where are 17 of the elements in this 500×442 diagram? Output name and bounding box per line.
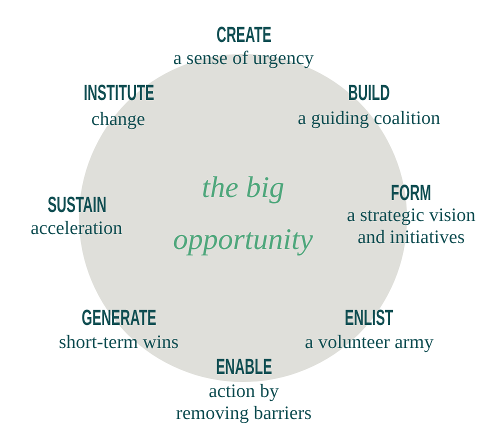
- step-heading: ENLIST: [344, 307, 394, 330]
- step-description: a volunteer army: [304, 332, 434, 354]
- step-description: a guiding coalition: [298, 108, 440, 130]
- step-description: a sense of urgency: [173, 48, 314, 70]
- circle-title: the big opportunity: [172, 170, 314, 258]
- step-heading: GENERATE: [82, 307, 157, 330]
- step-description: acceleration: [30, 218, 122, 240]
- step-description: a strategic vision and initiatives: [346, 204, 477, 249]
- step-heading: BUILD: [348, 82, 390, 104]
- step-heading: FORM: [391, 182, 432, 204]
- step-description: change: [91, 108, 146, 131]
- step-description: short-term wins: [58, 332, 179, 354]
- step-heading: SUSTAIN: [47, 194, 106, 216]
- step-heading: CREATE: [216, 24, 272, 46]
- step-heading: ENABLE: [216, 356, 272, 378]
- step-heading: INSTITUTE: [83, 82, 154, 104]
- step-description: action by removing barriers: [175, 380, 313, 425]
